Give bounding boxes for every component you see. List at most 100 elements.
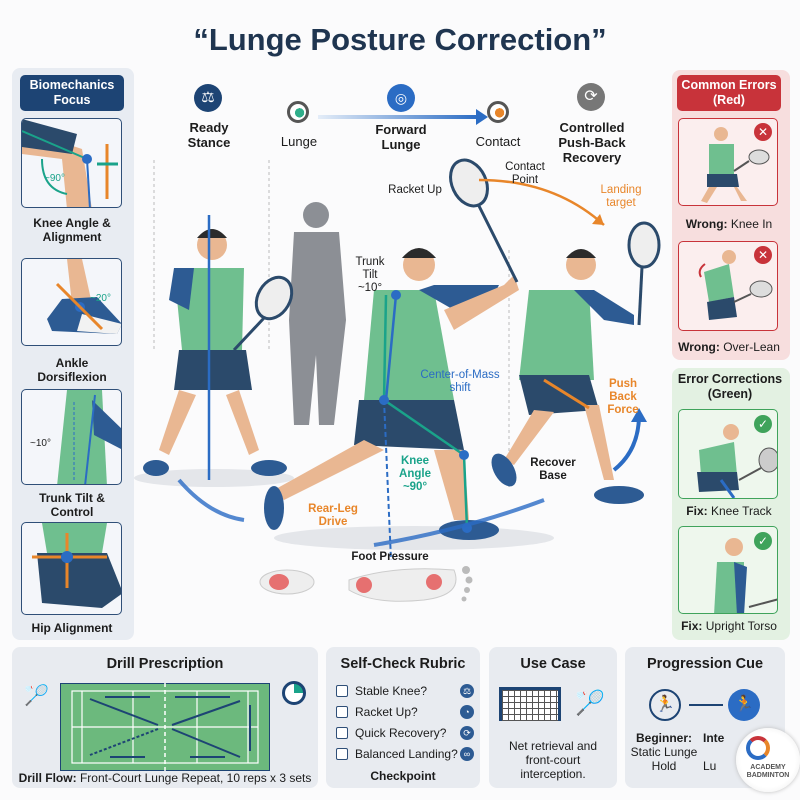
ready-stance-player (143, 215, 294, 480)
biomechanics-header: Biomechanics Focus (20, 75, 124, 111)
push-back-force-label: Push Back Force (607, 378, 639, 416)
trunk-tilt-label: Trunk Tilt & Control (39, 491, 105, 519)
hip-label: Hip Alignment (31, 621, 113, 635)
fix-label-knee-track: Fix: Knee Track (674, 504, 784, 518)
racket-up-label: Racket Up (388, 184, 442, 196)
intermediate-text: Lu (703, 759, 717, 773)
fix-text: Upright Torso (705, 619, 777, 633)
fix-card-knee-track: ✓ (678, 409, 778, 499)
x-icon: ✕ (754, 123, 772, 141)
intermediate-title: Inte (703, 731, 725, 745)
stopwatch-contact-icon (487, 101, 509, 123)
rubric-item[interactable]: Stable Knee? ⚖ (336, 680, 474, 701)
step-push-back-recovery: Controlled Push-Back Recovery (558, 120, 626, 165)
check-icon: ✓ (754, 532, 772, 550)
error-card-knee-in: ✕ (678, 118, 778, 206)
recycle-icon: ⟳ (577, 83, 605, 111)
knee-angle-label: Knee Angle & Alignment (33, 216, 111, 244)
ghost-silhouette (289, 202, 346, 425)
use-case-text: Net retrieval and front-court intercepti… (508, 739, 598, 781)
fix-prefix: Fix: (686, 504, 708, 518)
use-case-panel: Use Case 🏸 Net retrieval and front-court… (489, 647, 617, 788)
logo-text: ACADEMY BADMINTON (746, 764, 790, 779)
knee-angle-value: ~90° (44, 173, 65, 184)
hip-card (21, 522, 122, 615)
stopwatch-icon (287, 101, 309, 123)
logo-mark (746, 736, 770, 760)
recovery-player (491, 221, 661, 504)
shuttlecock-icon: 🏸 (575, 690, 605, 717)
fix-prefix: Fix: (681, 619, 703, 633)
rubric-item[interactable]: Balanced Landing?∞ (336, 743, 474, 764)
gauge-icon: ◔ (460, 704, 474, 719)
checkbox[interactable] (336, 684, 348, 697)
step-forward-lunge: Forward Lunge (375, 122, 427, 152)
page-title: “Lunge Posture Correction” (193, 22, 607, 57)
progression-title: Progression Cue (646, 656, 764, 672)
rubric-item-label: Quick Recovery? (355, 725, 447, 740)
rubric-item[interactable]: Quick Recovery? ⟳ (336, 722, 474, 743)
checkbox[interactable] (336, 747, 348, 760)
racket-icon: ◎ (387, 84, 415, 112)
fix-text: Knee Track (710, 504, 772, 518)
intermediate-runner-icon: 🏃 (728, 689, 760, 721)
court-diagram (60, 683, 270, 771)
fix-card-upright-torso: ✓ (678, 526, 778, 614)
rubric-footer: Checkpoint (370, 769, 436, 783)
checkbox[interactable] (336, 705, 348, 718)
recycle-icon: ⟳ (460, 725, 474, 740)
beginner-runner-icon: 🏃 (649, 689, 681, 721)
drill-prescription-panel: Drill Prescription 🏸 Drill Flow: Front-C… (12, 647, 318, 788)
checkbox[interactable] (336, 726, 348, 739)
error-prefix: Wrong: (685, 217, 728, 231)
contact-point-label: Contact Point (505, 161, 545, 186)
hip-illustration (32, 523, 121, 608)
ankle-card: ~20° (21, 258, 122, 346)
knee-angle-annotation: Knee Angle ~90° (399, 455, 431, 493)
corrections-header: Error Corrections (Green) (677, 372, 783, 401)
lunge-sequence-illustration (134, 158, 661, 602)
check-icon: ✓ (754, 415, 772, 433)
step-contact: Contact (475, 134, 521, 149)
progression-panel: Progression Cue 🏃 🏃 Beginner:Static Lung… (625, 647, 785, 788)
error-card-over-lean: ✕ (678, 241, 778, 331)
rubric-list: Stable Knee? ⚖ Racket Up?◔ Quick Recovery… (336, 680, 474, 764)
rubric-item[interactable]: Racket Up?◔ (336, 701, 474, 722)
rear-leg-drive-label: Rear-Leg Drive (308, 503, 358, 528)
error-label-over-lean: Wrong: Over-Lean (674, 340, 784, 354)
error-text: Knee In (730, 217, 773, 231)
net-icon (499, 687, 561, 721)
center-of-mass-label: Center-of-Mass shift (420, 369, 500, 394)
progress-arrow (318, 115, 478, 119)
ankle-label: Ankle Dorsiflexion (37, 356, 107, 384)
step-lunge: Lunge (280, 134, 318, 149)
step-ready-stance: Ready Stance (187, 120, 231, 150)
fix-label-upright-torso: Fix: Upright Torso (674, 619, 784, 633)
ankle-angle-value: ~20° (90, 293, 111, 304)
knee-angle-card: ~90° (21, 118, 122, 208)
beginner-text: Static Lunge Hold (630, 745, 698, 773)
rubric-item-label: Stable Knee? (355, 683, 428, 698)
error-text: Over-Lean (723, 340, 780, 354)
drill-flow-label: Drill Flow: (18, 771, 77, 785)
arrow-head (476, 109, 488, 125)
common-errors-header: Common Errors (Red) (677, 75, 781, 111)
foot-pressure-map (259, 566, 473, 602)
trunk-tilt-label: Trunk Tilt ~10° (355, 256, 385, 294)
rubric-item-label: Balanced Landing? (355, 746, 458, 761)
balance-icon: ⚖ (460, 683, 474, 698)
timer-icon (282, 681, 306, 705)
ankle-illustration: ~20° (47, 259, 121, 334)
drill-flow-value: Front-Court Lunge Repeat, 10 reps x 3 se… (79, 771, 312, 785)
self-check-rubric-panel: Self-Check Rubric Stable Knee?⚖ Racket U… (326, 647, 480, 788)
landing-target-label: Landing target (600, 184, 642, 209)
link-icon: ∞ (460, 746, 474, 761)
trunk-tilt-card: ~10° (21, 389, 122, 485)
knee-illustration: ~90° (22, 119, 118, 207)
trunk-illustration: ~10° (30, 390, 121, 484)
academy-logo: ACADEMY BADMINTON (736, 728, 800, 792)
balance-scale-icon: ⚖ (194, 84, 222, 112)
recover-base-label: Recover Base (530, 457, 576, 482)
error-label-knee-in: Wrong: Knee In (674, 217, 784, 231)
